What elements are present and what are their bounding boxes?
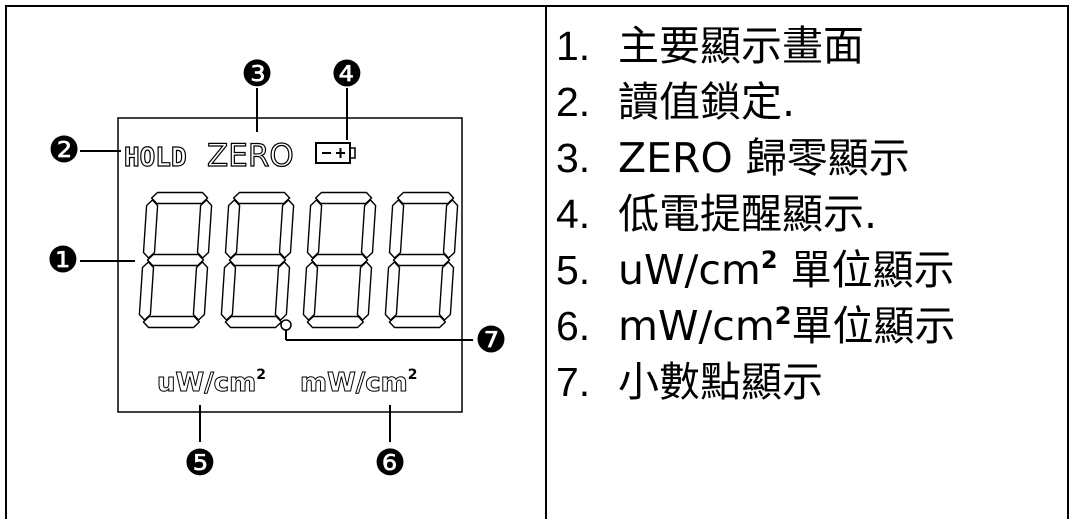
callout-1: ❶ bbox=[47, 240, 79, 281]
outer-frame bbox=[5, 5, 1069, 519]
seven-segment-digits bbox=[138, 191, 459, 329]
legend-item-2: 2. 讀值鎖定. bbox=[556, 74, 1066, 130]
digit-segment bbox=[224, 315, 283, 329]
callout-7: ❼ bbox=[475, 320, 507, 361]
legend-number: 7. bbox=[556, 359, 591, 405]
callout-2: ❷ bbox=[48, 130, 80, 171]
digit-segment bbox=[302, 261, 319, 321]
legend-text-suffix: 單位顯示 bbox=[777, 246, 955, 294]
legend-item-3: 3. ZERO 歸零顯示 bbox=[556, 130, 1066, 186]
legend-superscript: 2 bbox=[760, 246, 778, 274]
digit-segment bbox=[384, 261, 401, 321]
digit-segment bbox=[310, 253, 369, 267]
legend-text-suffix: 單位顯示 bbox=[791, 302, 956, 350]
legend-number: 5. bbox=[556, 247, 591, 293]
legend-superscript: 2 bbox=[774, 302, 792, 330]
digit-segment bbox=[192, 261, 209, 321]
digit-segment bbox=[360, 199, 377, 259]
legend-text: uW/cm bbox=[618, 246, 761, 294]
digit-segment bbox=[396, 191, 455, 205]
lcd-panel-outline bbox=[117, 117, 463, 413]
battery-icon bbox=[315, 142, 356, 164]
digit-2 bbox=[220, 191, 295, 329]
legend-number: 2. bbox=[556, 79, 591, 125]
digit-segment bbox=[442, 199, 459, 259]
legend-text: 小數點顯示 bbox=[618, 358, 823, 406]
legend-text: 主要顯示畫面 bbox=[618, 22, 864, 70]
digit-segment bbox=[392, 253, 451, 267]
digit-1 bbox=[138, 191, 213, 329]
legend-item-6: 6. mW/cm2單位顯示 bbox=[556, 298, 1066, 354]
callout-3: ❸ bbox=[241, 54, 273, 95]
digit-segment bbox=[138, 261, 155, 321]
legend-text: ZERO 歸零顯示 bbox=[618, 134, 910, 182]
digit-segment bbox=[142, 199, 159, 259]
digit-segment bbox=[306, 199, 323, 259]
legend-item-1: 1. 主要顯示畫面 bbox=[556, 18, 1066, 74]
digit-segment bbox=[438, 261, 455, 321]
digit-segment bbox=[224, 199, 241, 259]
zero-indicator: ZERO bbox=[207, 138, 294, 174]
callout-5: ❺ bbox=[184, 443, 216, 484]
hold-indicator: HOLD bbox=[124, 143, 187, 173]
legend-text: 低電提醒顯示. bbox=[618, 190, 878, 238]
legend-number: 3. bbox=[556, 135, 591, 181]
legend-list: 1. 主要顯示畫面 2. 讀值鎖定. 3. ZERO 歸零顯示 4. 低電提醒顯示. 5… bbox=[556, 18, 1066, 410]
legend-item-7: 7. 小數點顯示 bbox=[556, 354, 1066, 410]
callout-4: ❹ bbox=[331, 54, 363, 95]
unit-uw-label: uW/cm2 bbox=[157, 367, 266, 398]
digit-segment bbox=[356, 261, 373, 321]
digit-segment bbox=[306, 315, 365, 329]
digit-4 bbox=[384, 191, 459, 329]
digit-segment bbox=[228, 253, 287, 267]
legend-item-4: 4. 低電提醒顯示. bbox=[556, 186, 1066, 242]
unit-mw-label: mW/cm2 bbox=[300, 367, 418, 398]
decimal-point bbox=[280, 319, 292, 331]
digit-segment bbox=[232, 191, 291, 205]
digit-segment bbox=[278, 199, 295, 259]
legend-number: 6. bbox=[556, 303, 591, 349]
leader-lines bbox=[80, 88, 473, 442]
digit-segment bbox=[196, 199, 213, 259]
legend-item-5: 5. uW/cm2 單位顯示 bbox=[556, 242, 1066, 298]
column-divider bbox=[545, 5, 547, 519]
legend-number: 4. bbox=[556, 191, 591, 237]
digit-segment bbox=[388, 199, 405, 259]
legend-text: 讀值鎖定. bbox=[618, 78, 796, 126]
digit-segment bbox=[274, 261, 291, 321]
digit-segment bbox=[220, 261, 237, 321]
digit-segment bbox=[150, 191, 209, 205]
legend-number: 1. bbox=[556, 23, 591, 69]
legend-text: mW/cm bbox=[618, 302, 775, 350]
digit-segment bbox=[146, 253, 205, 267]
digit-3 bbox=[302, 191, 377, 329]
callout-6: ❻ bbox=[374, 443, 406, 484]
digit-segment bbox=[388, 315, 447, 329]
digit-segment bbox=[142, 315, 201, 329]
digit-segment bbox=[314, 191, 373, 205]
lcd-diagram: HOLD ZERO uW/cm2 mW/cm2 ❷ ❶ ❸ ❹ ❼ ❺ ❻ bbox=[47, 54, 507, 484]
